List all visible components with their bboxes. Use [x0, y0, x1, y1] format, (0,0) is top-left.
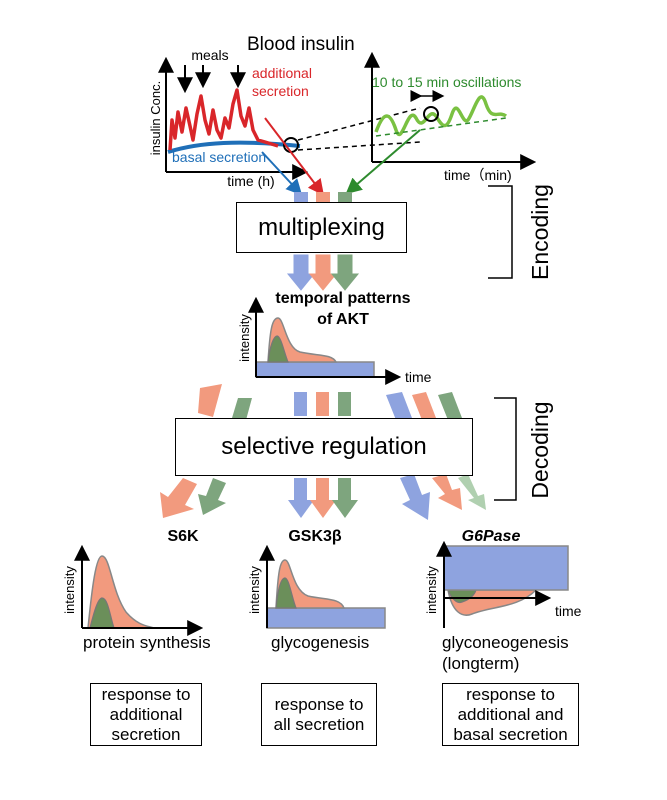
s6k-ylabel: intensity: [62, 566, 77, 614]
response-line: response to: [101, 684, 191, 704]
regulation-input-arrows: [198, 384, 462, 420]
insulin-hours-plot: [158, 56, 421, 196]
glycogenesis-label: glycogenesis: [271, 633, 369, 652]
glyconeogenesis-label: glyconeogenesis: [442, 633, 569, 652]
response-line: response to: [466, 684, 555, 704]
additional-label: additional: [252, 65, 312, 81]
response-line: secretion: [111, 724, 181, 744]
g6pase-plot: [436, 540, 569, 628]
meals-label: meals: [191, 47, 228, 63]
target-g6pase: G6Pase: [462, 528, 521, 545]
insulin-minutes-plot: [345, 51, 537, 195]
basal-secretion-curve: [167, 140, 301, 154]
multiplexing-box: multiplexing: [236, 202, 407, 253]
gsk3b-ylabel: intensity: [247, 566, 262, 614]
target-gsk3b: GSK3β: [288, 528, 342, 545]
response-line: all secretion: [273, 714, 365, 734]
decoding-label: Decoding: [527, 401, 553, 498]
s6k-plot: [74, 544, 204, 636]
blood-insulin-title: Blood insulin: [247, 34, 355, 55]
additional-label: secretion: [252, 83, 309, 99]
response-line: additional: [109, 704, 183, 724]
response-line: basal secretion: [453, 724, 568, 744]
akt-ylabel: intensity: [237, 314, 252, 362]
time-h-label: time (h): [227, 173, 274, 189]
response-line: additional and: [457, 704, 564, 724]
multiplex-output-arrows: [286, 254, 360, 291]
insulin-conc-ylabel: insulin Conc.: [148, 81, 163, 155]
time-min-label: time（min): [444, 167, 512, 183]
akt-plot: [248, 296, 402, 385]
decoding-bracket: [494, 397, 517, 501]
response-box-g6pase: response to additional and basal secreti…: [442, 683, 579, 746]
gsk3b-plot: [259, 544, 386, 629]
target-s6k: S6K: [167, 528, 199, 545]
selective-regulation-box: selective regulation: [175, 418, 473, 476]
protein-synthesis-label: protein synthesis: [83, 633, 211, 652]
additional-secretion-curve: [168, 88, 279, 151]
response-box-s6k: response to additional secretion: [90, 683, 202, 746]
regulation-output-arrows: [160, 474, 486, 520]
response-box-gsk3b: response to all secretion: [261, 683, 377, 746]
akt-title: of AKT: [317, 311, 369, 328]
encoding-label: Encoding: [527, 184, 553, 280]
response-line: response to: [274, 694, 364, 714]
oscillation-curve: [374, 95, 508, 136]
oscillations-label: 10 to 15 min oscillations: [372, 74, 521, 90]
encoding-bracket: [488, 185, 513, 279]
g6pase-ylabel: intensity: [424, 566, 439, 614]
glyconeogenesis-label: (longterm): [442, 654, 519, 673]
g6pase-xlabel: time: [555, 603, 582, 619]
basal-secretion-label: basal secretion: [172, 149, 266, 165]
akt-xlabel: time: [405, 369, 432, 385]
akt-title: temporal patterns: [275, 290, 410, 307]
